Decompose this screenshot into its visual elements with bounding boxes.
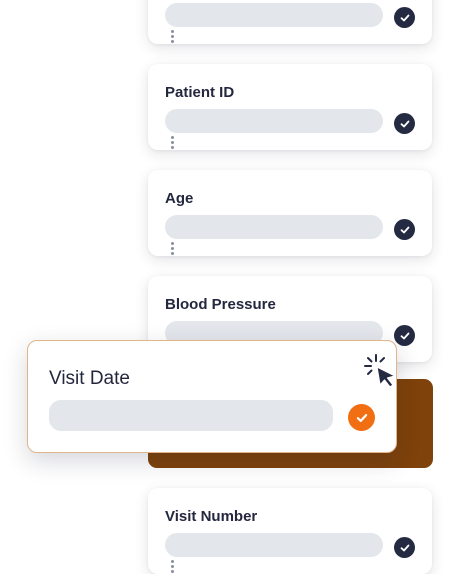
field-label: Visit Date [49, 368, 130, 389]
field-input-placeholder [165, 533, 383, 557]
dragging-field-card[interactable]: Visit Date [27, 340, 397, 453]
check-circle-icon [394, 537, 415, 558]
field-input-placeholder [49, 400, 333, 431]
drag-handle-icon[interactable] [170, 30, 174, 43]
field-input-placeholder [165, 3, 383, 27]
field-label: Patient ID [165, 84, 235, 101]
form-field-card[interactable] [148, 0, 432, 44]
drag-handle-icon[interactable] [170, 136, 174, 149]
form-field-card[interactable]: Visit Number [148, 488, 432, 574]
check-circle-icon [394, 113, 415, 134]
field-input-placeholder [165, 215, 383, 239]
check-circle-icon [348, 404, 375, 431]
drag-handle-icon[interactable] [170, 242, 174, 255]
field-label: Age [165, 190, 194, 207]
check-circle-icon [394, 219, 415, 240]
form-field-card[interactable]: Patient ID [148, 64, 432, 150]
field-input-placeholder [165, 109, 383, 133]
check-circle-icon [394, 325, 415, 346]
field-label: Visit Number [165, 508, 258, 525]
form-field-card[interactable]: Age [148, 170, 432, 256]
click-cursor-icon [364, 354, 396, 387]
check-circle-icon [394, 7, 415, 28]
field-label: Blood Pressure [165, 296, 276, 313]
